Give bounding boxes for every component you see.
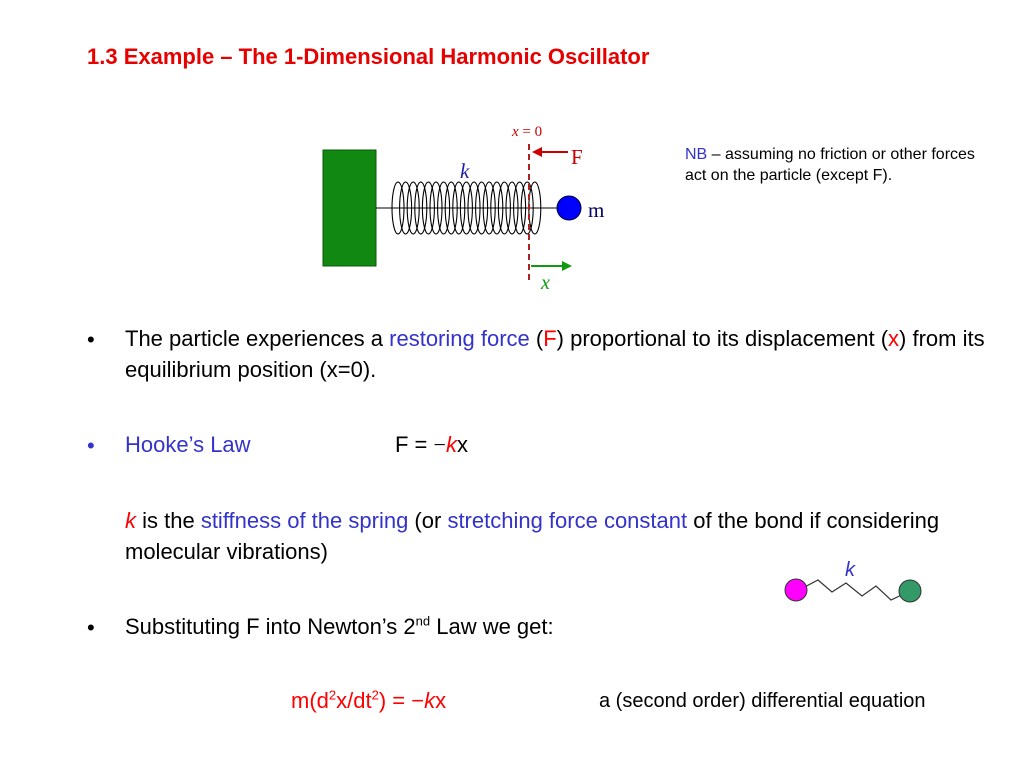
nb-text: – assuming no friction or other forces a…	[685, 146, 975, 184]
bullet-newton: Substituting F into Newton’s 2nd Law we …	[125, 613, 554, 639]
spring-coil	[399, 181, 413, 235]
hookes-law-equation: F = −kx	[395, 432, 468, 457]
bullet-marker: •	[87, 433, 95, 458]
spring-coils	[391, 181, 542, 235]
atom-right	[898, 579, 922, 603]
atom-left	[784, 578, 808, 602]
force-label: F	[571, 145, 583, 169]
oscillator-diagram: x = 0 F k m x	[322, 124, 604, 294]
spring-coil	[497, 181, 511, 235]
spring-coil	[429, 181, 443, 235]
spring-coil	[482, 181, 496, 235]
spring-coil	[513, 181, 527, 235]
spring-coil	[467, 181, 481, 235]
bullet-marker: •	[87, 327, 95, 352]
molecule-diagram: k	[784, 559, 922, 603]
bond-spring	[796, 579, 911, 601]
axis-x-label: x	[540, 272, 550, 294]
spring-coil	[452, 181, 466, 235]
spring-coil	[459, 181, 473, 235]
spring-coil	[391, 181, 405, 235]
differential-equation: m(d2x/dt2) = −kx	[291, 687, 447, 713]
spring-coil	[520, 181, 534, 235]
differential-equation-note: a (second order) differential equation	[599, 690, 926, 712]
term-force-constant: stretching force constant	[447, 508, 688, 533]
x-axis-arrowhead	[562, 261, 572, 271]
nb-label: NB	[685, 146, 708, 163]
stiffness-paragraph: k is the stiffness of the spring (or str…	[125, 508, 940, 564]
spring-constant-label: k	[460, 159, 470, 183]
spring-coil	[421, 181, 435, 235]
bond-k-label: k	[845, 559, 856, 581]
mass-ball	[556, 195, 582, 221]
hookes-law-label: Hooke’s Law	[125, 432, 251, 457]
spring-coil	[437, 181, 451, 235]
term-restoring-force: restoring force	[389, 326, 530, 351]
nb-note: NB – assuming no friction or other force…	[685, 144, 975, 186]
bullet-marker: •	[87, 615, 95, 640]
spring-coil	[475, 181, 489, 235]
x0-label: x = 0	[511, 124, 542, 140]
bullet-restoring-force: The particle experiences a restoring for…	[125, 326, 985, 382]
spring-coil	[505, 181, 519, 235]
term-stiffness: stiffness of the spring	[200, 508, 409, 533]
wall	[322, 149, 377, 267]
mass-label: m	[588, 198, 604, 222]
force-arrowhead	[532, 147, 542, 157]
spring-coil	[444, 181, 458, 235]
spring-coil	[414, 181, 428, 235]
page-title: 1.3 Example – The 1-Dimensional Harmonic…	[87, 44, 650, 69]
spring-coil	[406, 181, 420, 235]
spring-coil	[490, 181, 504, 235]
